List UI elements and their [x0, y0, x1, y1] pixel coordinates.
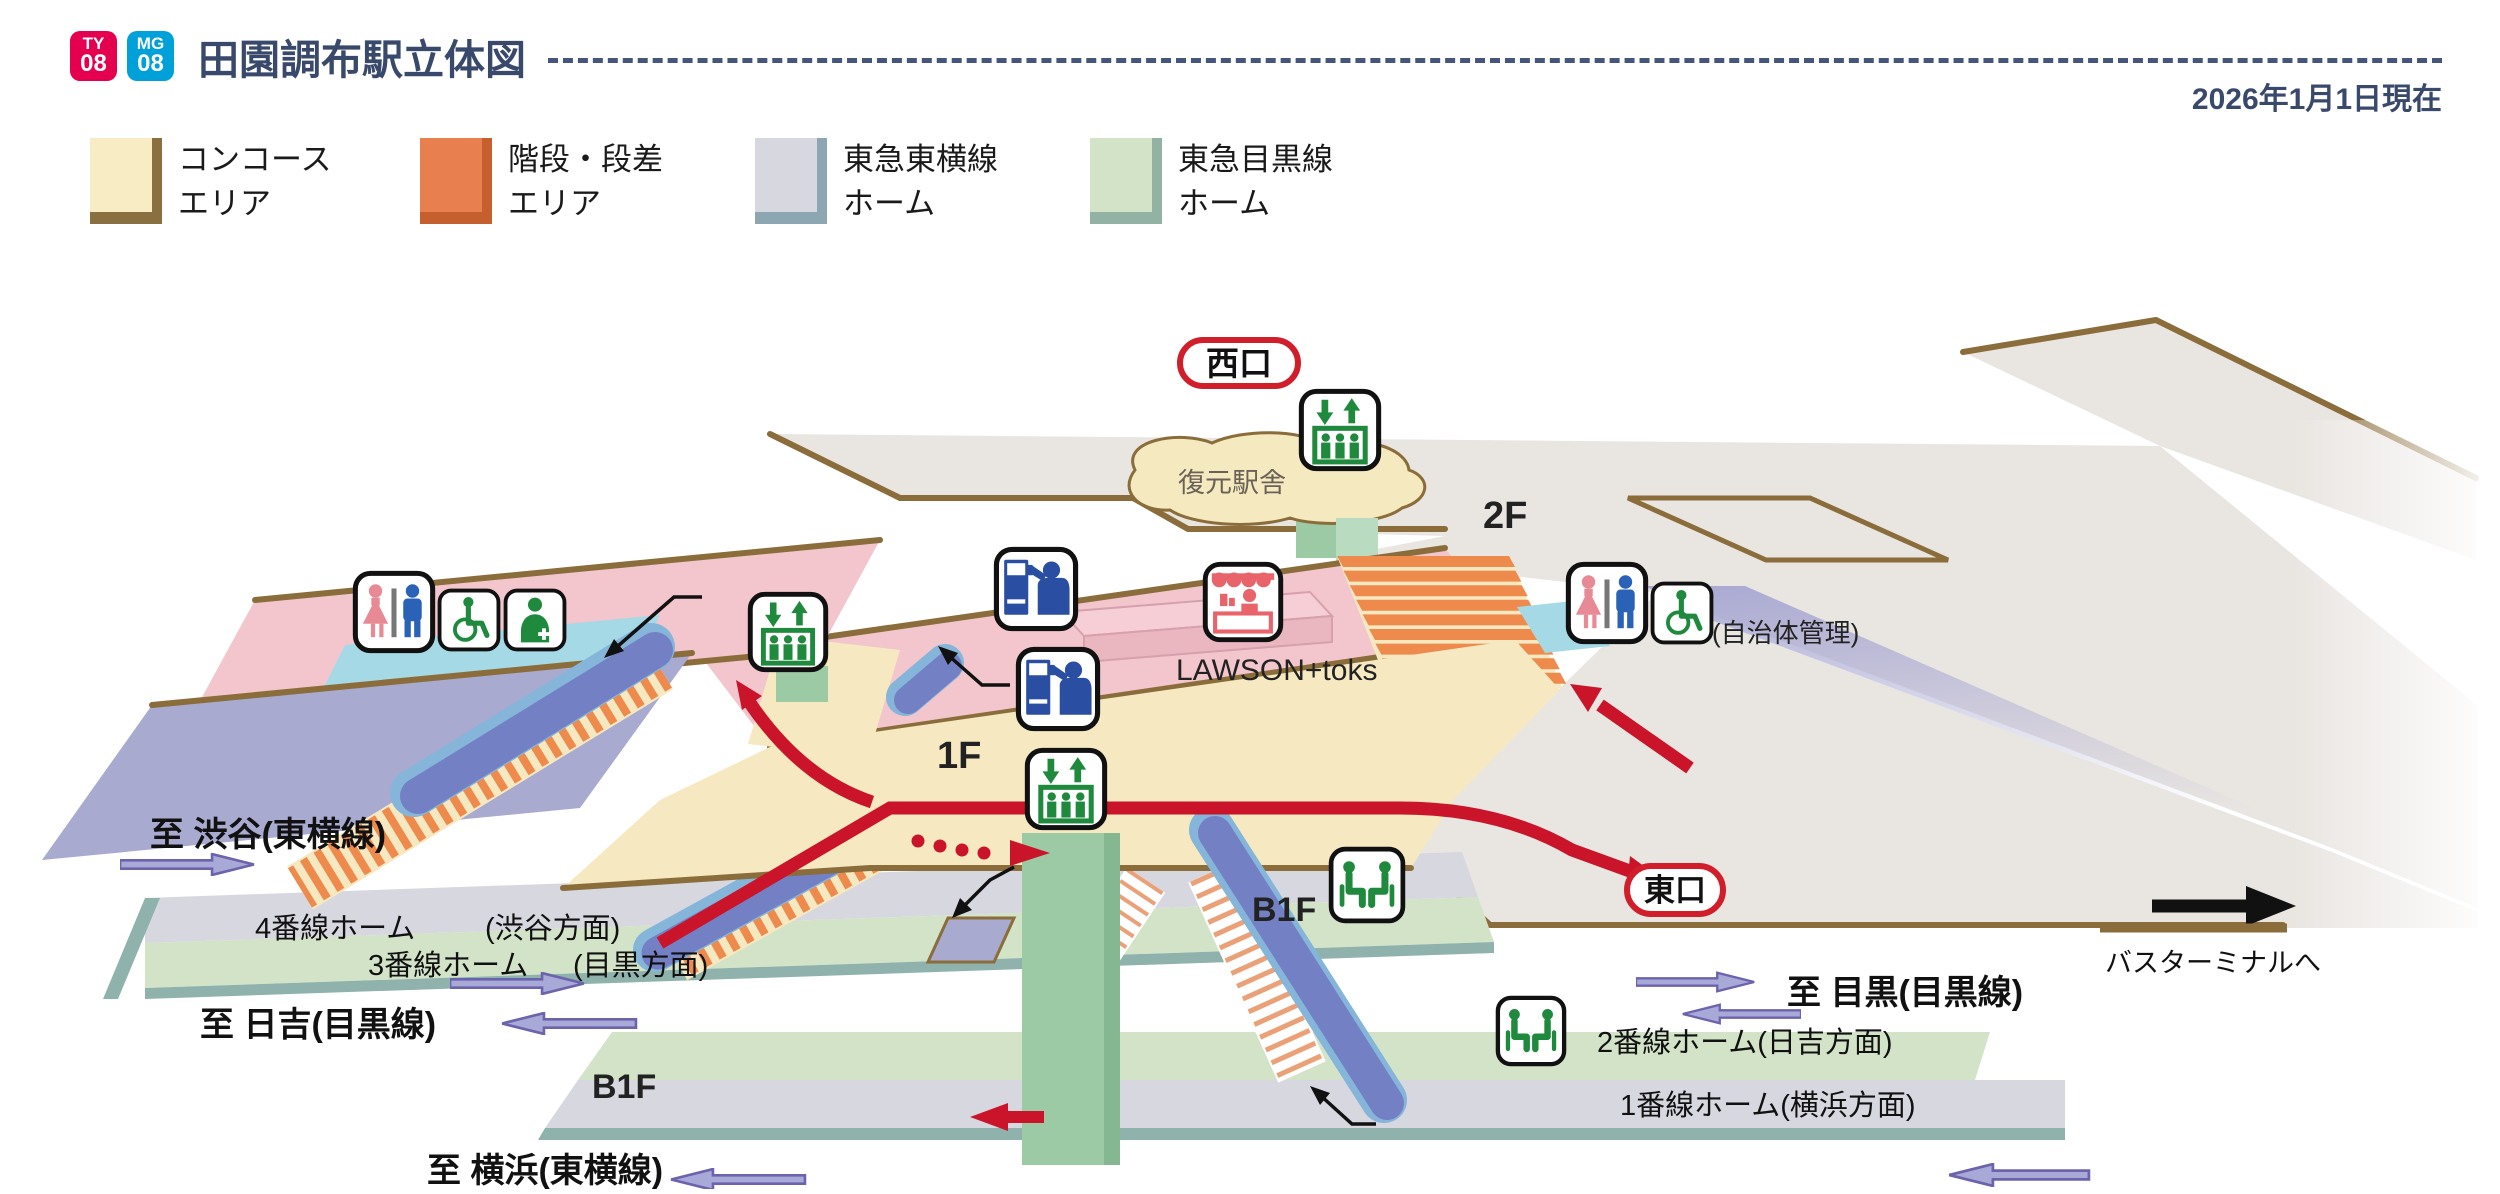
east-toilet-area	[1626, 495, 1950, 563]
multipurpose-toilet-icon	[506, 591, 565, 650]
elevator-icon	[1027, 750, 1104, 827]
legend-item-concourse: コンコースエリア	[90, 138, 331, 226]
legend-swatch	[90, 138, 162, 224]
floor-label-b1f-right: B1F	[1252, 891, 1316, 929]
platform-2-label: 2番線ホーム(日吉方面)	[1597, 1026, 1893, 1059]
escalator-east	[1188, 807, 1407, 1123]
dest-shibuya: 至 渋谷(東横線)	[150, 816, 386, 854]
elevator-icon	[750, 594, 825, 669]
platform-1-label: 1番線ホーム(横浜方面)	[1620, 1089, 1916, 1122]
restored-station-label: 復元駅舎	[1178, 468, 1286, 498]
svg-text:西口: 西口	[1206, 345, 1272, 382]
accessible-toilet-icon	[1653, 584, 1712, 643]
ticket-machine-icon	[1018, 649, 1097, 728]
date-label: 2026年1月1日現在	[2191, 83, 2442, 116]
floor-label-b1f-left: B1F	[592, 1068, 656, 1106]
elevator-shaft-center	[1022, 833, 1120, 1165]
platform-3-direction: (目黒方面)	[573, 949, 708, 982]
floor-label-2f: 2F	[1483, 495, 1527, 537]
dest-meguro: 至 目黒(目黒線)	[1787, 974, 2023, 1012]
bus-terminal: バスターミナルへ	[2100, 886, 2321, 978]
west-exit-badge: 西口	[1177, 337, 1301, 389]
toilet-icon	[355, 573, 432, 650]
page-title: 田園調布駅立体図	[198, 37, 526, 83]
line-badge-ty: TY 08	[70, 31, 117, 81]
waiting-bench-icon	[1331, 849, 1403, 921]
ticket-machine-icon	[996, 549, 1075, 628]
labels: LAWSON+toks (自治体管理) 至 渋谷(東横線) 至 日吉(目黒線) …	[150, 618, 2023, 1190]
legend-item-stairs: 階段・段差エリア	[420, 138, 663, 226]
dest-hiyoshi: 至 日吉(目黒線)	[200, 1006, 436, 1044]
escalator-west-upper	[286, 623, 675, 910]
header-dashed-line	[548, 57, 2442, 63]
legend-swatch	[1090, 138, 1162, 224]
fade-right	[2290, 420, 2500, 940]
east-exit-badge: 東口	[1624, 863, 1726, 917]
slope-shadow	[1645, 586, 2350, 850]
platform-4-label: 4番線ホーム	[255, 912, 415, 945]
municipal-note: (自治体管理)	[1712, 618, 1859, 648]
store-label: LAWSON+toks	[1176, 654, 1377, 687]
platform-3-label: 3番線ホーム	[368, 949, 528, 982]
pointer-arrows	[604, 595, 1376, 1126]
platform-4-direction: (渋谷方面)	[485, 912, 620, 945]
legend-swatch	[420, 138, 492, 224]
legend-item-toyoko: 東急東横線ホーム	[755, 138, 998, 226]
floor-label-1f: 1F	[937, 735, 981, 777]
toilet-icon	[1568, 564, 1645, 641]
line-badge-mg: MG 08	[127, 31, 174, 81]
store-icon	[1205, 564, 1280, 639]
waiting-bench-icon	[1498, 998, 1564, 1064]
elevator-icon	[1301, 391, 1378, 468]
legend-swatch	[755, 138, 827, 224]
svg-text:東口: 東口	[1644, 873, 1706, 908]
header: TY 08 MG 08 田園調布駅立体図	[70, 26, 2450, 86]
legend-item-meguro: 東急目黒線ホーム	[1090, 138, 1333, 226]
bus-terminal-label: バスターミナルへ	[2105, 948, 2321, 978]
accessible-toilet-icon	[440, 591, 499, 650]
dest-yokohama: 至 横浜(東横線)	[427, 1152, 663, 1189]
